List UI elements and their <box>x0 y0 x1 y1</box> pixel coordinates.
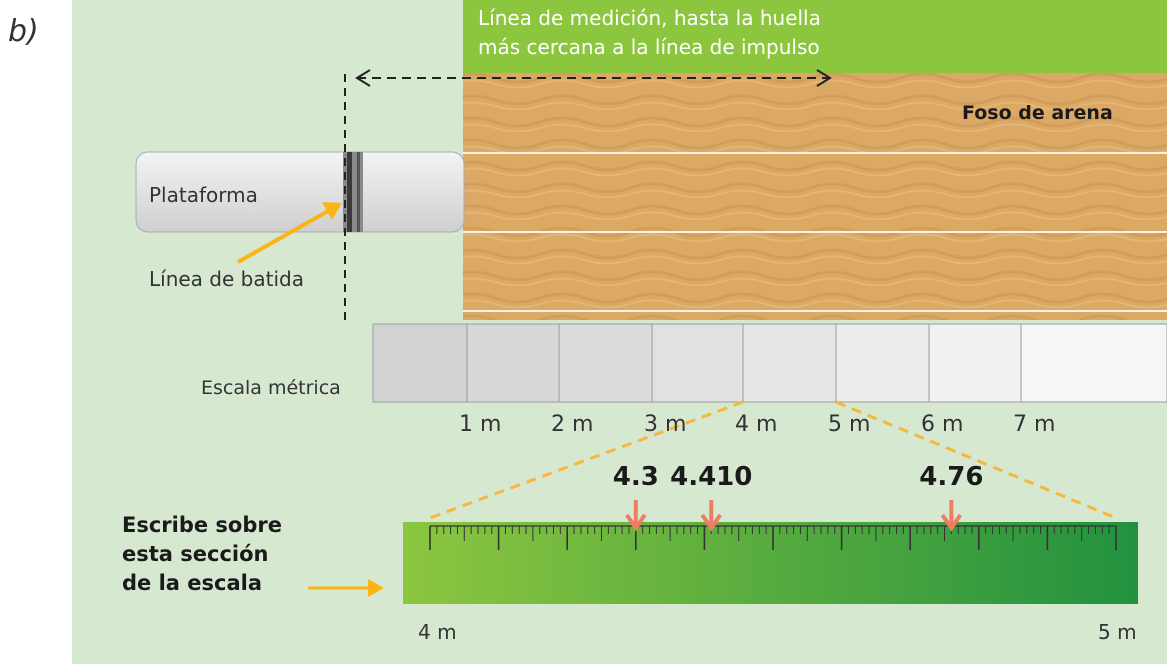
instruction-arrow-head <box>368 579 384 597</box>
measurement-arrow-left-head <box>355 69 371 87</box>
scale-mark-label: 1 m <box>459 412 502 437</box>
takeoff-board-stripe <box>357 152 360 232</box>
scale-mark-label: 4 m <box>735 412 778 437</box>
measurement-arrow-right-head <box>816 69 832 87</box>
takeoff-pointer-head <box>322 202 342 220</box>
takeoff-line-label: Línea de batida <box>149 267 304 291</box>
platform <box>135 151 465 233</box>
takeoff-pointer-arrow <box>237 208 331 264</box>
value-arrow-head <box>940 513 963 532</box>
marked-value-label: 4.410 <box>670 462 753 492</box>
zoom-instruction-line-2: esta sección <box>122 542 269 566</box>
scale-mark-label: 5 m <box>828 412 871 437</box>
marked-value-label: 4.3 <box>612 462 659 492</box>
value-arrows <box>625 500 963 532</box>
measurement-banner <box>463 0 1167 73</box>
measurement-line-label-2: más cercana a la línea de impulso <box>478 35 820 59</box>
value-arrow-head <box>700 513 722 532</box>
zoom-start-label: 4 m <box>418 620 457 644</box>
platform-label: Plataforma <box>149 183 258 207</box>
scale-mark-label: 2 m <box>551 412 594 437</box>
measurement-line-label-1: Línea de medición, hasta la huella <box>478 6 821 30</box>
scale-mark-label: 3 m <box>644 412 687 437</box>
sand-pit <box>463 73 1167 320</box>
scale-mark-label: 7 m <box>1013 412 1056 437</box>
part-label: b) <box>8 14 39 49</box>
marked-value-label: 4.76 <box>919 462 984 492</box>
zoomed-ruler-ticks <box>429 526 1117 550</box>
metric-scale-label: Escala métrica <box>201 377 341 399</box>
scale-mark-label: 6 m <box>921 412 964 437</box>
takeoff-board-stripe <box>347 152 352 232</box>
zoom-instruction-line-3: de la escala <box>122 571 262 595</box>
zoom-end-label: 5 m <box>1098 620 1137 644</box>
zoom-guide-left <box>429 400 744 520</box>
metric-scale <box>372 323 1167 403</box>
value-arrow-head <box>625 513 647 532</box>
zoomed-ruler <box>403 522 1138 604</box>
zoom-instruction-line-1: Escribe sobre <box>122 513 282 537</box>
sand-pit-label: Foso de arena <box>962 102 1113 124</box>
